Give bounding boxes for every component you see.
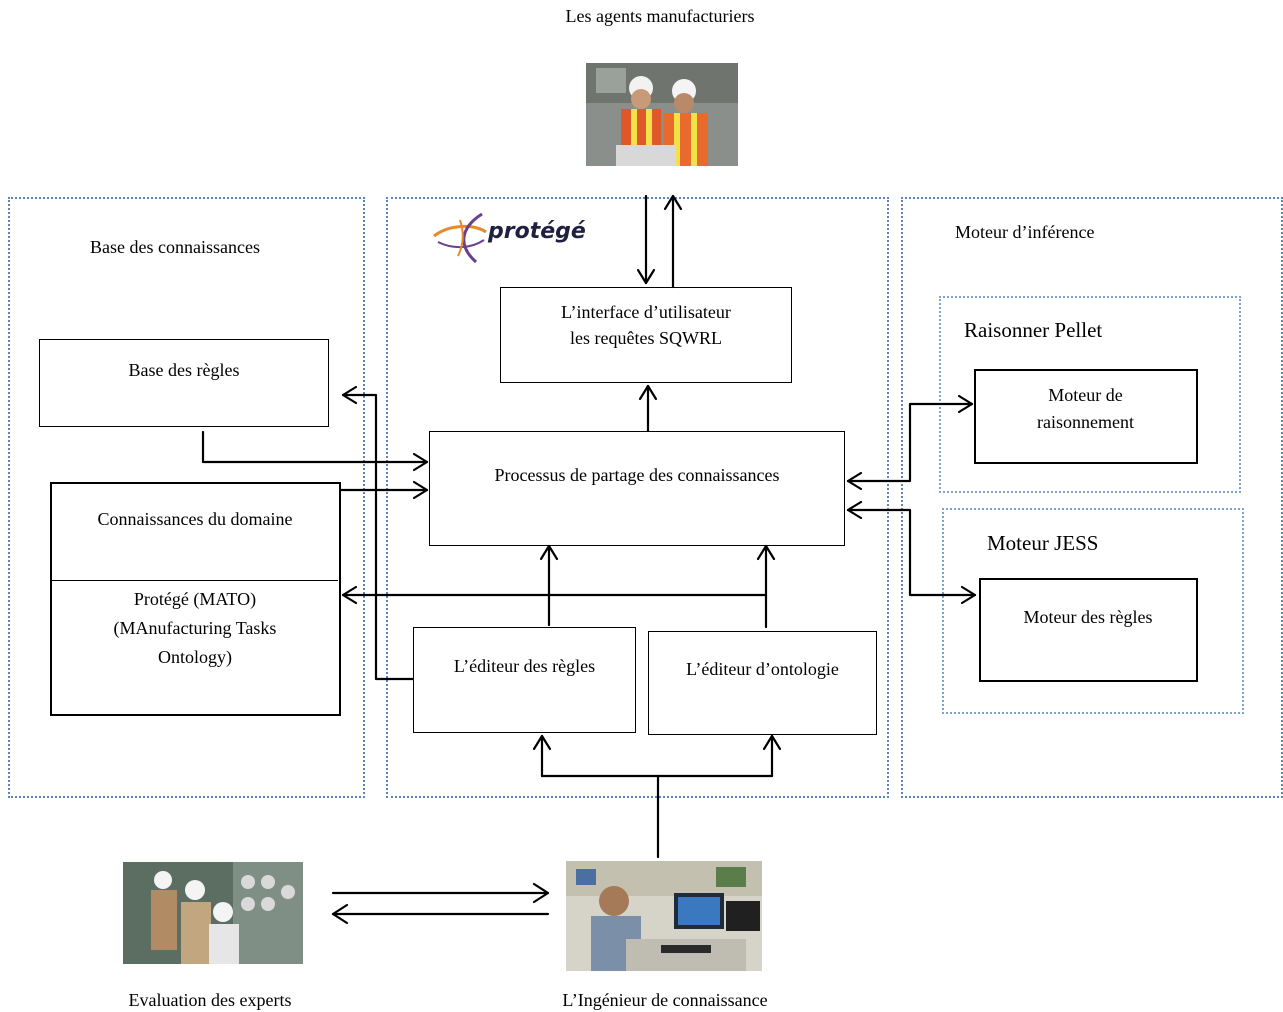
sharing-process-label: Processus de partage des connaissances: [494, 465, 780, 485]
rules-engine-label: Moteur des règles: [1023, 607, 1153, 627]
rules-base-to-process-arrow: [201, 430, 429, 472]
process-jess-arrows: [846, 500, 977, 605]
rules-base-label: Base des règles: [128, 360, 240, 380]
domain-divider: [52, 580, 338, 581]
ui-line-2: les requêtes SQWRL: [570, 328, 722, 348]
agents-caption: Les agents manufacturiers: [565, 6, 755, 26]
rules-editor-to-rules-base-arrow: [341, 385, 415, 681]
experts-engineer-arrows: [331, 882, 550, 925]
protege-logo-icon: [433, 212, 487, 264]
ontology-editor-label: L’éditeur d’ontologie: [686, 659, 839, 679]
user-interface-box: L’interface d’utilisateur les requêtes S…: [500, 287, 792, 383]
engineer-photo: [566, 861, 762, 971]
engineer-caption: L’Ingénieur de connaissance: [562, 990, 768, 1010]
domain-to-process-arrow: [339, 480, 429, 500]
engineer-to-editors-arrows: [532, 734, 782, 859]
pellet-subpanel: [939, 296, 1241, 493]
jess-title: Moteur JESS: [987, 531, 1099, 555]
rules-engine-box: Moteur des règles: [979, 578, 1198, 682]
inference-engine-title: Moteur d’inférence: [955, 222, 1095, 242]
protege-logo-text: protégé: [488, 219, 586, 244]
ontology-editor-to-ontology-arrow: [341, 585, 768, 629]
protege-panel: [386, 197, 889, 798]
jess-subpanel: [942, 508, 1244, 714]
agents-ui-arrows: [636, 194, 683, 289]
editors-to-process-arrows: [539, 544, 776, 627]
process-to-ui-arrow: [638, 384, 658, 433]
reasoning-line-2: raisonnement: [1037, 412, 1134, 432]
experts-photo: [123, 862, 303, 964]
ontology-line-2: (MAnufacturing Tasks: [113, 618, 277, 638]
knowledge-base-panel: [8, 197, 365, 798]
domain-knowledge-label: Connaissances du domaine: [97, 509, 293, 529]
rules-editor-label: L’éditeur des règles: [453, 656, 596, 676]
rules-base-box: Base des règles: [39, 339, 329, 427]
inference-engine-panel: [901, 197, 1283, 798]
ontology-line-3: Ontology): [158, 647, 232, 667]
rules-editor-box: L’éditeur des règles: [413, 627, 636, 733]
ontology-line-1: Protégé (MATO): [133, 589, 257, 609]
ontology-editor-box: L’éditeur d’ontologie: [648, 631, 877, 735]
knowledge-base-title: Base des connaissances: [90, 237, 260, 257]
sharing-process-box: Processus de partage des connaissances: [429, 431, 845, 546]
reasoning-line-1: Moteur de: [1048, 385, 1123, 405]
workers-photo: [586, 63, 738, 166]
pellet-title: Raisonner Pellet: [964, 318, 1103, 342]
experts-caption: Evaluation des experts: [128, 990, 292, 1010]
domain-ontology-box: Connaissances du domaine Protégé (MATO) …: [50, 482, 341, 716]
reasoning-engine-box: Moteur de raisonnement: [974, 369, 1198, 464]
process-pellet-arrows: [846, 394, 974, 491]
protege-logo: protégé: [430, 210, 600, 266]
ui-line-1: L’interface d’utilisateur: [561, 302, 731, 322]
